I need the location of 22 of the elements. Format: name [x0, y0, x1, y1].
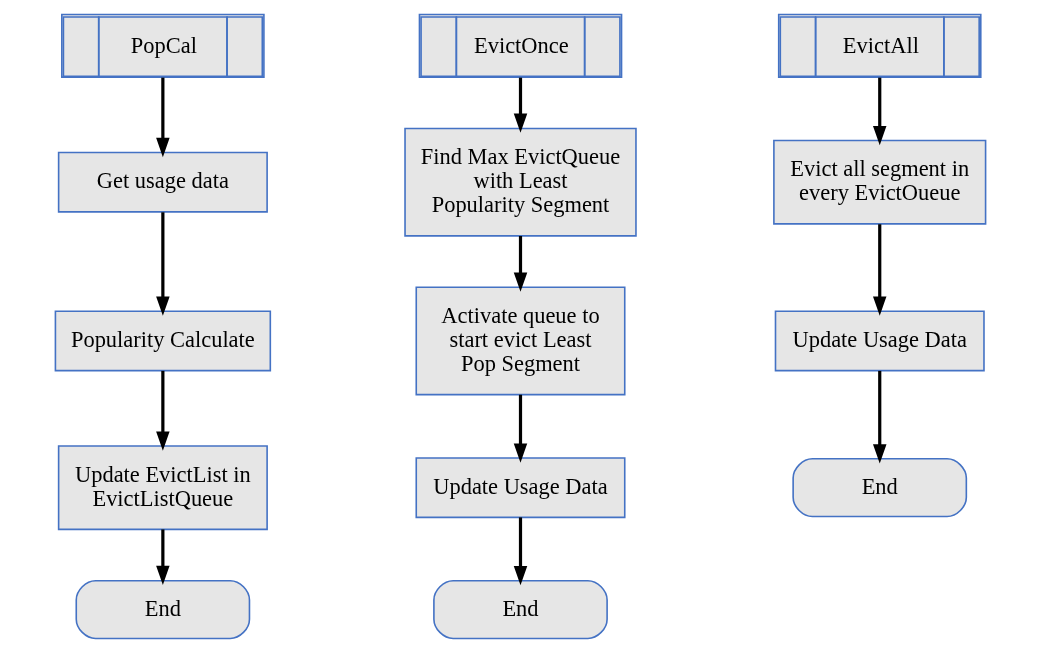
node-box: Find Max EvictQueue with Least Popularity Segment: [403, 127, 637, 237]
arrow: [155, 77, 170, 158]
node-box: Update Usage Data: [414, 457, 626, 519]
arrow: [155, 370, 170, 451]
arrow: [155, 212, 170, 316]
arrow: [155, 529, 170, 585]
node-box: Evict all segment in every EvictOueue: [772, 139, 986, 225]
arrow: [872, 224, 886, 316]
node-box: End: [791, 458, 967, 518]
arrow: [513, 394, 527, 463]
arrow: [513, 517, 527, 586]
node-box: End: [432, 579, 608, 640]
node-box: Update Usage Data: [774, 310, 985, 372]
arrow: [513, 77, 527, 133]
node-box: Popularity Calculate: [54, 310, 271, 372]
node-box: Activate queue to start evict Least Pop Segment: [414, 286, 626, 396]
node-box: Update EvictList in EvictListQueue: [57, 445, 268, 531]
arrow: [872, 370, 886, 464]
node-box: End: [74, 579, 250, 640]
node-box: Get usage data: [57, 151, 268, 213]
arrow: [872, 77, 886, 146]
arrow: [513, 236, 527, 292]
